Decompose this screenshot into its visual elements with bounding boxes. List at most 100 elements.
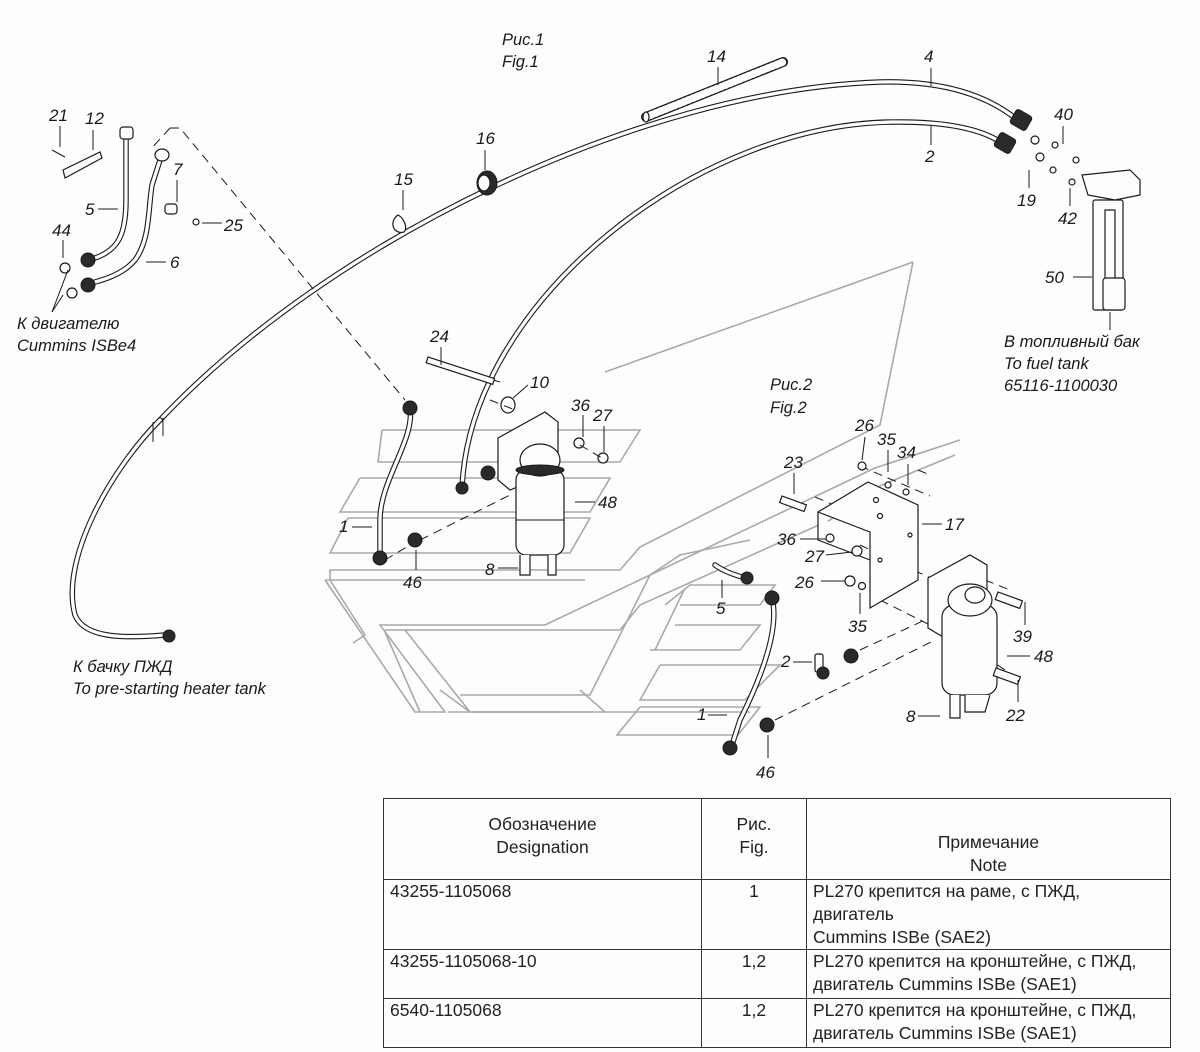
table-header-row: Обозначение Designation Рис. Fig. Примеч… [383, 798, 1171, 880]
cell-designation: 6540-1105068 [383, 998, 702, 1048]
note-line-2: двигатель Cummins ISBe (SAE1) [813, 974, 1077, 994]
callout-44: 44 [52, 221, 71, 240]
caption-fuel-tank: В топливный бак To fuel tank 65116-11000… [1004, 312, 1141, 395]
note-line-1: PL270 крепится на кронштейне, с ПЖД, [813, 951, 1137, 971]
callout-46: 46 [403, 573, 422, 592]
background-logo-outline [324, 261, 961, 736]
callout-fig2-46: 46 [756, 763, 775, 782]
callout-fig2-2: 2 [780, 652, 791, 671]
cell-fig: 1,2 [701, 998, 807, 1048]
fig2-title-en: Fig.2 [770, 399, 807, 417]
caption-fuel-tank-part: 65116-1100030 [1004, 377, 1118, 395]
callout-16: 16 [476, 129, 495, 148]
caption-heater-en: To pre-starting heater tank [73, 680, 267, 698]
callout-fig2-39: 39 [1013, 627, 1032, 646]
callout-12: 12 [85, 109, 104, 128]
callout-14: 14 [707, 47, 726, 66]
callout-fig2-35b: 35 [848, 617, 867, 636]
cell-note: PL270 крепится на кронштейне, с ПЖД, дви… [806, 998, 1171, 1048]
hose-1-fig1 [372, 400, 423, 566]
figure-2-title: Рис.2 Fig.2 [770, 376, 812, 417]
callout-6: 6 [170, 253, 180, 272]
caption-engine-ru: К двигателю [17, 315, 119, 333]
fuel-filter-48-fig1 [425, 356, 609, 576]
callout-42: 42 [1058, 209, 1077, 228]
header-designation-en: Designation [496, 837, 589, 857]
callout-25: 25 [223, 216, 243, 235]
callout-7: 7 [173, 160, 183, 179]
callout-fig2-34: 34 [897, 443, 916, 462]
hoses-fig2 [712, 562, 859, 756]
note-line-1: PL270 крепится на кронштейне, с ПЖД, [813, 1000, 1137, 1020]
callout-36: 36 [571, 396, 590, 415]
specification-table: Обозначение Designation Рис. Fig. Примеч… [383, 798, 1171, 1048]
header-fig-en: Fig. [739, 837, 769, 857]
note-line-1: PL270 крепится на раме, с ПЖД, двигатель [813, 881, 1081, 924]
callout-fig2-48: 48 [1034, 647, 1053, 666]
callout-fig2-36: 36 [777, 530, 796, 549]
callout-10: 10 [530, 373, 549, 392]
callout-fig2-26: 26 [854, 416, 874, 435]
fuel-line-4 [69, 79, 1033, 643]
callout-fig2-26b: 26 [794, 573, 814, 592]
header-designation-ru: Обозначение [488, 814, 597, 834]
fuel-tank-sensor-50 [1030, 135, 1141, 311]
callout-5: 5 [85, 200, 95, 219]
caption-fuel-tank-ru: В топливный бак [1004, 333, 1141, 351]
callout-21: 21 [48, 106, 68, 125]
callout-27: 27 [592, 406, 612, 425]
callout-19: 19 [1017, 191, 1036, 210]
callout-fig2-27: 27 [804, 547, 824, 566]
header-note-ru: Примечание [937, 832, 1040, 852]
fig2-title-ru: Рис.2 [770, 376, 812, 394]
callout-fig2-35: 35 [877, 430, 896, 449]
callouts-fig2: 26 35 34 23 17 36 27 26 35 39 48 5 2 22 … [697, 416, 1053, 782]
header-designation: Обозначение Designation [383, 798, 702, 880]
clamp-15 [392, 214, 407, 234]
callout-8: 8 [485, 560, 495, 579]
cell-note: PL270 крепится на раме, с ПЖД, двигатель… [806, 879, 1171, 950]
assembly-lines [149, 127, 1021, 721]
callout-15: 15 [394, 170, 413, 189]
caption-engine: К двигателю Cummins ISBe4 [17, 269, 136, 355]
grommet-16 [476, 170, 498, 196]
parts-diagram: Рис.1 Fig.1 Рис.2 Fig.2 К двигателю Cumm… [17, 31, 1141, 782]
cell-fig: 1 [701, 879, 807, 950]
cell-note: PL270 крепится на кронштейне, с ПЖД, дви… [806, 949, 1171, 999]
cell-fig: 1,2 [701, 949, 807, 999]
bracket-17 [778, 461, 919, 610]
table-row: 43255-1105068-10 1,2 PL270 крепится на к… [383, 949, 1171, 999]
caption-fuel-tank-en: To fuel tank [1004, 355, 1089, 373]
header-fig: Рис. Fig. [701, 798, 807, 880]
callout-fig2-17: 17 [945, 515, 964, 534]
callout-4: 4 [924, 47, 933, 66]
fig1-title-ru: Рис.1 [502, 31, 544, 49]
caption-heater-tank: К бачку ПЖД To pre-starting heater tank [73, 658, 267, 698]
note-line-2: Cummins ISBe (SAE2) [813, 927, 991, 947]
engine-hoses [51, 126, 200, 299]
callout-1: 1 [339, 517, 348, 536]
callouts-fig1: 21 12 5 44 7 25 6 15 16 14 4 2 40 19 42 … [48, 47, 1092, 592]
fig1-title-en: Fig.1 [502, 53, 539, 71]
callout-50: 50 [1045, 268, 1064, 287]
callout-fig2-5: 5 [716, 599, 726, 618]
callout-48: 48 [598, 493, 617, 512]
fuel-filter-48-fig2 [927, 554, 1024, 719]
callout-24: 24 [429, 327, 449, 346]
header-note: Примечание Note [806, 798, 1171, 880]
cell-designation: 43255-1105068-10 [383, 949, 702, 999]
caption-heater-ru: К бачку ПЖД [73, 658, 173, 676]
callout-fig2-22: 22 [1005, 706, 1025, 725]
table-row: 6540-1105068 1,2 PL270 крепится на кронш… [383, 998, 1171, 1048]
callout-2: 2 [924, 147, 935, 166]
cell-designation: 43255-1105068 [383, 879, 702, 950]
fuel-line-2 [455, 119, 1017, 495]
corrugated-tube-14 [641, 57, 788, 123]
table-row: 43255-1105068 1 PL270 крепится на раме, … [383, 879, 1171, 950]
header-fig-ru: Рис. [736, 814, 772, 834]
callout-fig2-1: 1 [697, 705, 706, 724]
caption-engine-en: Cummins ISBe4 [17, 337, 136, 355]
callout-fig2-8: 8 [906, 707, 916, 726]
callout-fig2-23: 23 [783, 453, 803, 472]
note-line-2: двигатель Cummins ISBe (SAE1) [813, 1023, 1077, 1043]
